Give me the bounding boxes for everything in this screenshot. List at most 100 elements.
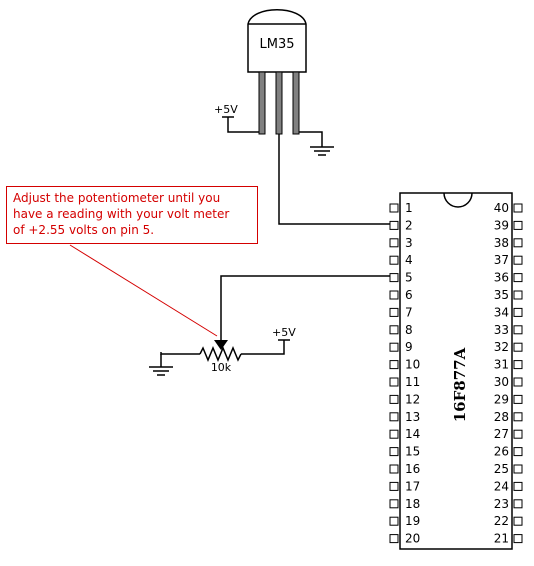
chip-pin-label: 10 — [405, 358, 420, 372]
lm35-pin-gnd — [292, 71, 300, 135]
chip-pin-label: 6 — [405, 288, 413, 302]
chip-pin-22 — [513, 516, 523, 526]
chip-pin-label: 7 — [405, 305, 413, 319]
chip-pin-label: 30 — [494, 375, 509, 389]
chip-pin-34 — [513, 307, 523, 317]
chip-pin-7 — [389, 307, 399, 317]
chip-pin-label: 25 — [494, 462, 509, 476]
chip-name-label: 16F877A — [451, 347, 469, 422]
chip-pin-label: 32 — [494, 340, 509, 354]
chip-pin-9 — [389, 342, 399, 352]
chip-pin-label: 18 — [405, 497, 420, 511]
chip-pin-26 — [513, 447, 523, 457]
chip-pin-40 — [513, 203, 523, 213]
chip-pin-label: 22 — [494, 514, 509, 528]
chip-pin-label: 11 — [405, 375, 420, 389]
chip-pin-label: 23 — [494, 497, 509, 511]
note-pointer — [69, 244, 218, 337]
note-line: of +2.55 volts on pin 5. — [13, 223, 155, 237]
chip-pin-label: 14 — [405, 427, 420, 441]
chip-pin-label: 29 — [494, 392, 509, 406]
chip-pin-label: 9 — [405, 340, 413, 354]
chip-pin-2 — [389, 220, 399, 230]
chip-pin-label: 5 — [405, 271, 413, 285]
chip-pin-31 — [513, 360, 523, 370]
chip-pin-25 — [513, 464, 523, 474]
chip-pin-1 — [389, 203, 399, 213]
chip-pin-label: 1 — [405, 201, 413, 215]
chip-pin-label: 4 — [405, 253, 413, 267]
chip-pin-label: 2 — [405, 218, 413, 232]
chip-pin-label: 20 — [405, 532, 420, 546]
wire-sensor-to-pin2 — [278, 134, 390, 225]
lm35-ground — [299, 131, 334, 156]
chip-pin-23 — [513, 499, 523, 509]
chip-pin-label: 19 — [405, 514, 420, 528]
chip-pin-label: 37 — [494, 253, 509, 267]
chip-pin-19 — [389, 516, 399, 526]
chip-pin-20 — [389, 534, 399, 544]
chip-pin-4 — [389, 255, 399, 265]
chip-pin-14 — [389, 429, 399, 439]
chip-pin-label: 21 — [494, 532, 509, 546]
chip-pin-label: 12 — [405, 392, 420, 406]
chip-pin-33 — [513, 325, 523, 335]
lm35-sensor: LM35 — [247, 9, 307, 135]
chip-pin-label: 40 — [494, 201, 509, 215]
chip-pin-38 — [513, 238, 523, 248]
lm35-pin-out — [275, 71, 283, 135]
chip-pin-37 — [513, 255, 523, 265]
chip-pin-21 — [513, 534, 523, 544]
chip-pin-36 — [513, 273, 523, 283]
chip-pin-15 — [389, 447, 399, 457]
chip-pin-12 — [389, 394, 399, 404]
chip-pin-18 — [389, 499, 399, 509]
lm35-supply-label: +5V — [214, 103, 238, 116]
chip-pin-label: 38 — [494, 236, 509, 250]
lm35-supply: +5V — [214, 103, 259, 133]
potentiometer: 10k — [160, 278, 285, 374]
potentiometer-supply-label: +5V — [272, 326, 296, 339]
chip-pin-17 — [389, 481, 399, 491]
chip-pin-label: 15 — [405, 445, 420, 459]
chip-pin-28 — [513, 412, 523, 422]
chip-pin-8 — [389, 325, 399, 335]
chip-pin-24 — [513, 481, 523, 491]
chip-pin-30 — [513, 377, 523, 387]
chip-pin-32 — [513, 342, 523, 352]
note-line: have a reading with your volt meter — [13, 207, 230, 221]
chip-pin-label: 3 — [405, 236, 413, 250]
chip-pin-5 — [389, 273, 399, 283]
chip-pin-label: 36 — [494, 271, 509, 285]
potentiometer-value-label: 10k — [211, 361, 232, 374]
chip-pin-label: 27 — [494, 427, 509, 441]
chip-pin-label: 17 — [405, 479, 420, 493]
lm35-pin-vcc — [258, 71, 266, 135]
chip-pin-label: 39 — [494, 218, 509, 232]
chip-pin-3 — [389, 238, 399, 248]
chip-pin-label: 33 — [494, 323, 509, 337]
chip-pin-label: 34 — [494, 305, 509, 319]
wire-wiper-to-pin5 — [220, 275, 390, 278]
note-line: Adjust the potentiometer until you — [13, 191, 221, 205]
adjustment-note: Adjust the potentiometer until you have … — [6, 186, 258, 244]
pic-16f877a-chip: 16F877A — [399, 192, 513, 550]
chip-pin-6 — [389, 290, 399, 300]
potentiometer-supply: +5V — [272, 326, 296, 341]
chip-pin-13 — [389, 412, 399, 422]
chip-pin-label: 28 — [494, 410, 509, 424]
chip-pin-11 — [389, 377, 399, 387]
chip-pin-16 — [389, 464, 399, 474]
chip-pins: 1234567891011121314151617181920403938373… — [389, 201, 523, 546]
lm35-label: LM35 — [259, 37, 294, 52]
chip-pin-27 — [513, 429, 523, 439]
chip-pin-35 — [513, 290, 523, 300]
chip-pin-29 — [513, 394, 523, 404]
chip-pin-label: 24 — [494, 479, 509, 493]
chip-pin-label: 31 — [494, 358, 509, 372]
chip-pin-label: 16 — [405, 462, 420, 476]
chip-pin-label: 8 — [405, 323, 413, 337]
chip-pin-label: 26 — [494, 445, 509, 459]
